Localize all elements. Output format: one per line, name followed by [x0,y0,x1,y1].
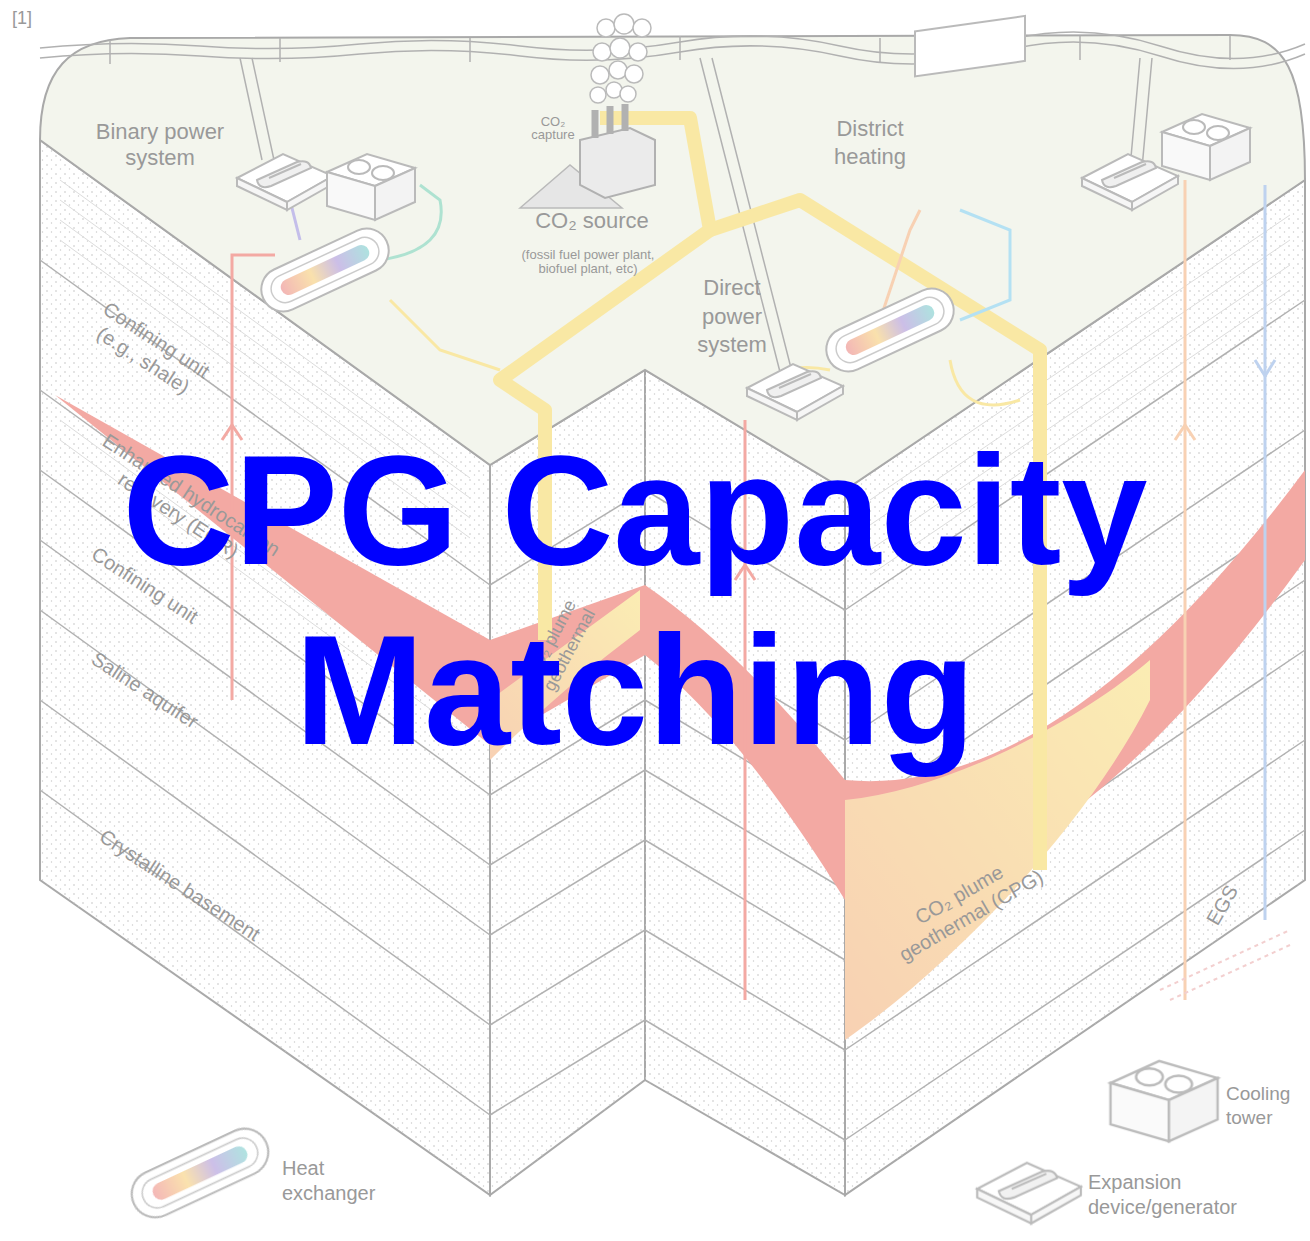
annotation-label: Binary power system [75,119,245,172]
legend-text: Expansion device/generator [1088,1170,1278,1220]
legend-item: Expansion device/generator [1088,1170,1278,1220]
annotation-label: (fossil fuel power plant, biofuel plant,… [517,248,659,277]
title-text: CPG Capacity Matching [95,421,1175,781]
legend-text: Heat exchanger [282,1156,382,1206]
legend-icons [124,1061,1218,1225]
annotation-label: CO₂ capture [522,115,584,141]
legend-text: Cooling tower [1226,1082,1304,1130]
legend-item: Heat exchanger [282,1156,382,1206]
annotation-label: District heating [815,115,925,170]
annotation-label: CO₂ source [517,209,667,233]
annotation-label: [1] [2,8,42,29]
annotation-label: Direct power system [682,274,782,360]
legend-item: Cooling tower [1226,1082,1304,1130]
faded-block [40,14,1305,1195]
